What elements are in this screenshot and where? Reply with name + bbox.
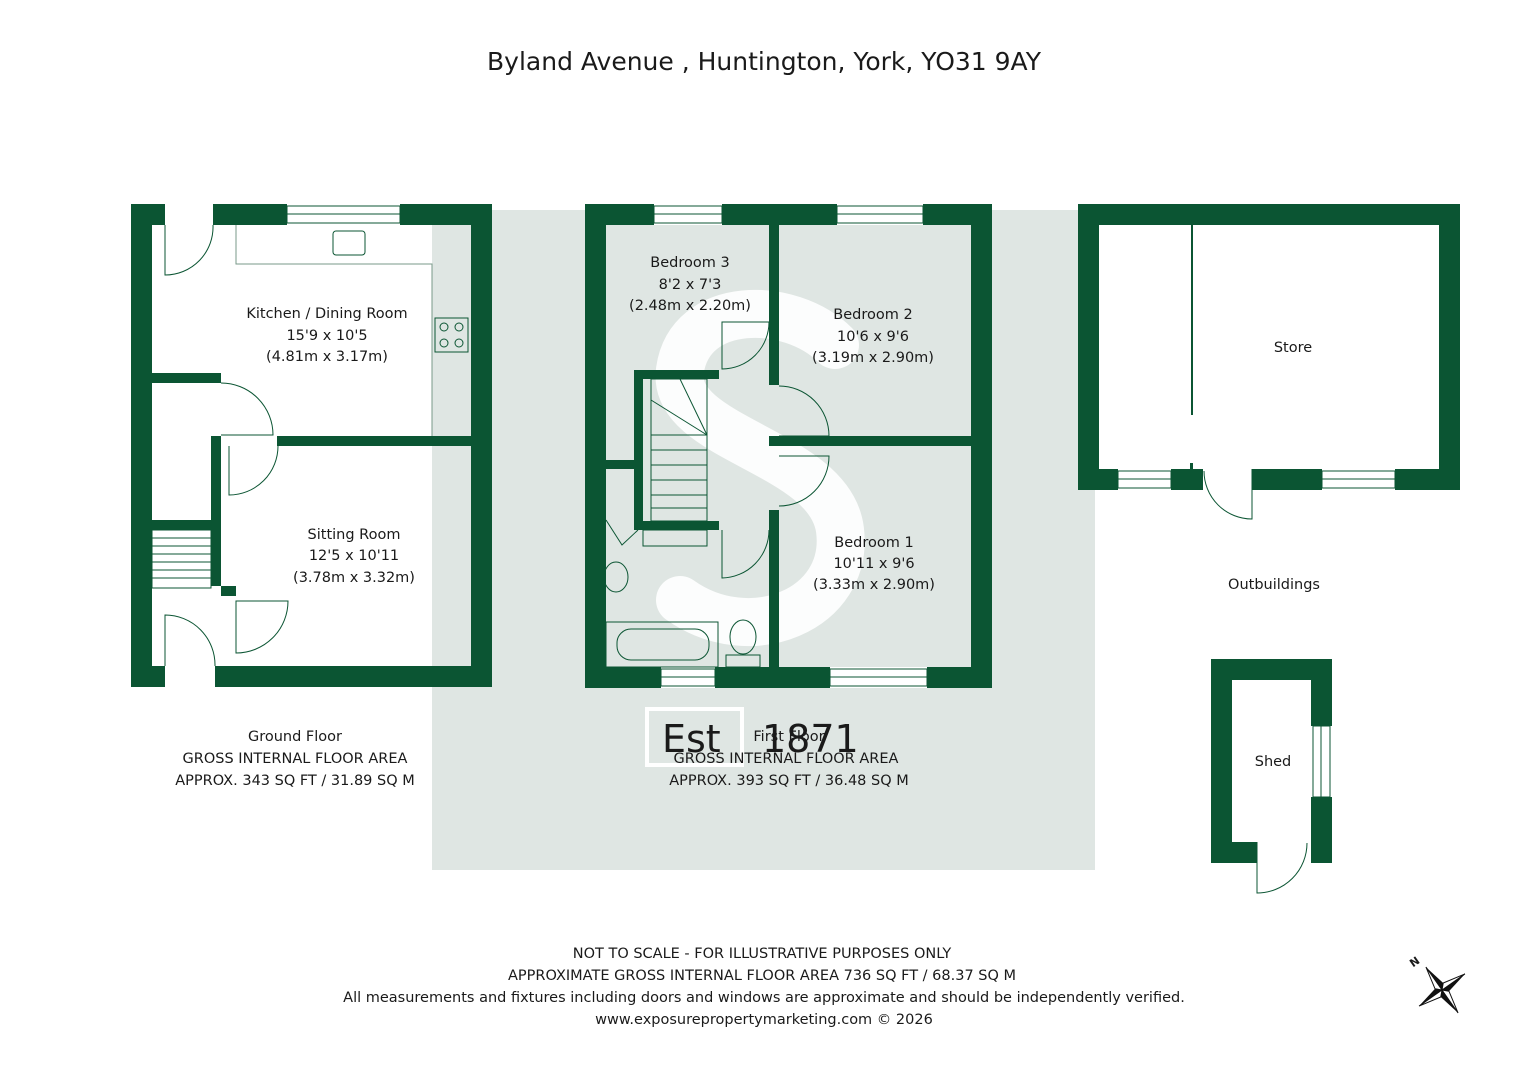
footer-note: All measurements and fixtures including … (343, 990, 1185, 1006)
kitchen-name: Kitchen / Dining Room (246, 306, 407, 322)
first-floor-plan (585, 204, 992, 688)
bedroom1-metric: (3.33m x 2.90m) (813, 577, 935, 593)
ground-floor-area-label: GROSS INTERNAL FLOOR AREA (183, 751, 408, 767)
store-plan (1078, 204, 1460, 520)
outbuildings-label: Outbuildings (1228, 577, 1320, 593)
bedroom3-name: Bedroom 3 (650, 255, 729, 271)
bedroom1-imperial: 10'11 x 9'6 (833, 556, 914, 572)
compass-rose-icon (1418, 966, 1466, 1014)
store-name: Store (1274, 340, 1312, 356)
sitting-metric: (3.78m x 3.32m) (293, 570, 415, 586)
kitchen-metric: (4.81m x 3.17m) (266, 349, 388, 365)
ground-floor-area: APPROX. 343 SQ FT / 31.89 SQ M (175, 773, 415, 789)
bedroom2-name: Bedroom 2 (833, 307, 912, 323)
footer-website: www.exposurepropertymarketing.com © 2026 (595, 1012, 933, 1028)
ground-floor-name: Ground Floor (248, 729, 342, 745)
watermark-year: 1871 (762, 717, 859, 761)
watermark: Est 1871 (432, 210, 1095, 870)
footer-total-area: APPROXIMATE GROSS INTERNAL FLOOR AREA 73… (508, 968, 1016, 984)
watermark-est: Est (662, 717, 721, 761)
page-title: Byland Avenue , Huntington, York, YO31 9… (487, 47, 1042, 76)
first-floor-area-label: GROSS INTERNAL FLOOR AREA (674, 751, 899, 767)
shed-name: Shed (1255, 754, 1292, 770)
bedroom2-metric: (3.19m x 2.90m) (812, 350, 934, 366)
bedroom3-metric: (2.48m x 2.20m) (629, 298, 751, 314)
first-floor-name: First Floor (753, 729, 824, 745)
first-floor-area: APPROX. 393 SQ FT / 36.48 SQ M (669, 773, 909, 789)
kitchen-imperial: 15'9 x 10'5 (286, 328, 367, 344)
sitting-name: Sitting Room (308, 527, 401, 543)
shed-plan (1211, 659, 1332, 894)
bedroom2-imperial: 10'6 x 9'6 (837, 329, 909, 345)
ground-floor-plan (131, 204, 492, 687)
compass-north-label: N (1407, 954, 1422, 970)
sitting-imperial: 12'5 x 10'11 (309, 548, 399, 564)
bedroom1-name: Bedroom 1 (834, 535, 913, 551)
footer-disclaimer: NOT TO SCALE - FOR ILLUSTRATIVE PURPOSES… (573, 946, 952, 962)
bedroom3-imperial: 8'2 x 7'3 (659, 277, 722, 293)
